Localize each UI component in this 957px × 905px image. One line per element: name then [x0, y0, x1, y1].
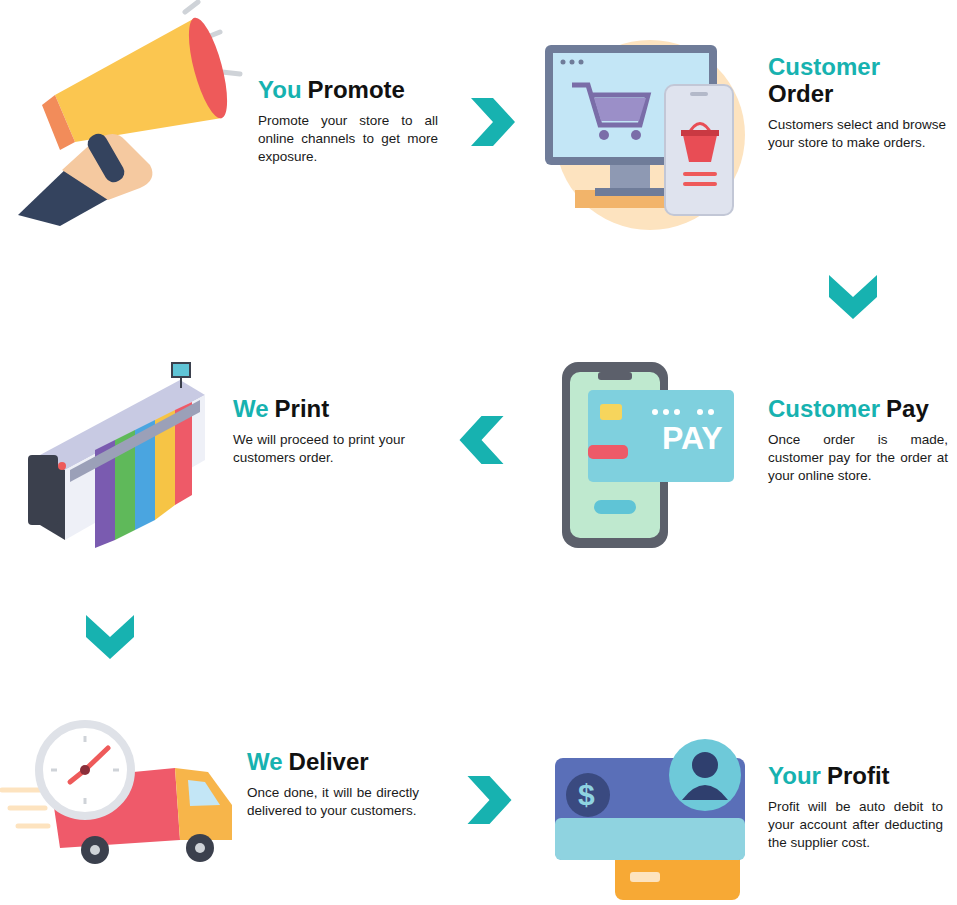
step-node: CustomerPayOnce order is made, customer …	[555, 355, 955, 550]
heading-main: Print	[275, 395, 330, 422]
order-icon	[545, 40, 745, 230]
heading-main: Pay	[886, 395, 929, 422]
arrow-head	[829, 275, 877, 319]
step-description: Promote your store to all online channel…	[258, 112, 438, 166]
currency-symbol: $	[578, 778, 595, 812]
step-node: YourProfitProfit will be auto debit to y…	[550, 720, 950, 900]
chevron-arrow	[86, 615, 134, 659]
arrow-head	[471, 98, 515, 146]
step-heading: YourProfit	[768, 762, 943, 789]
step-description: Profit will be auto debit to your accoun…	[768, 798, 943, 852]
chevron-arrow	[460, 416, 504, 464]
step-description: Customers select and browse your store t…	[768, 116, 946, 152]
step-description: Once order is made, customer pay for the…	[768, 431, 948, 485]
step-text: CustomerOrderCustomers select and browse…	[768, 53, 946, 152]
step-description: We will proceed to print your customers …	[233, 431, 405, 467]
step-node: YouPromotePromote your store to all onli…	[10, 0, 442, 230]
heading-main: Promote	[308, 76, 405, 103]
step-heading: CustomerPay	[768, 395, 948, 422]
heading-main: Deliver	[289, 748, 369, 775]
profit-icon	[555, 739, 745, 900]
step-node: CustomerOrderCustomers select and browse…	[540, 35, 952, 235]
heading-accent: We	[247, 748, 283, 775]
arrow-head	[86, 615, 134, 659]
pay-icon	[562, 362, 734, 548]
step-text: CustomerPayOnce order is made, customer …	[768, 395, 948, 485]
step-heading: WePrint	[233, 395, 405, 422]
heading-main: Profit	[827, 762, 890, 789]
step-heading: YouPromote	[258, 76, 438, 103]
step-node: WeDeliverOnce done, it will be directly …	[0, 720, 425, 860]
chevron-arrow	[471, 98, 515, 146]
step-text: YouPromotePromote your store to all onli…	[258, 76, 438, 166]
heading-accent: Customer	[768, 53, 880, 80]
step-heading: WeDeliver	[247, 748, 419, 775]
card-text: PAY	[662, 420, 722, 457]
heading-accent: Your	[768, 762, 821, 789]
step-node: WePrint We will proceed to print your cus…	[22, 355, 412, 550]
step-description: Once done, it will be directly delivered…	[247, 784, 419, 820]
heading-accent: Customer	[768, 395, 880, 422]
printer-icon	[28, 363, 205, 548]
step-text: WePrint We will proceed to print your cus…	[233, 395, 405, 467]
step-heading: CustomerOrder	[768, 53, 946, 107]
heading-main: Order	[768, 80, 946, 107]
step-text: WeDeliverOnce done, it will be directly …	[247, 748, 419, 820]
heading-accent: We	[233, 395, 269, 422]
arrow-head	[468, 776, 512, 824]
chevron-arrow	[468, 776, 512, 824]
step-text: YourProfitProfit will be auto debit to y…	[768, 762, 943, 852]
arrow-head	[460, 416, 504, 464]
megaphone-icon	[18, 2, 240, 226]
chevron-arrow	[829, 275, 877, 319]
heading-accent: You	[258, 76, 302, 103]
delivery-icon	[2, 724, 232, 864]
